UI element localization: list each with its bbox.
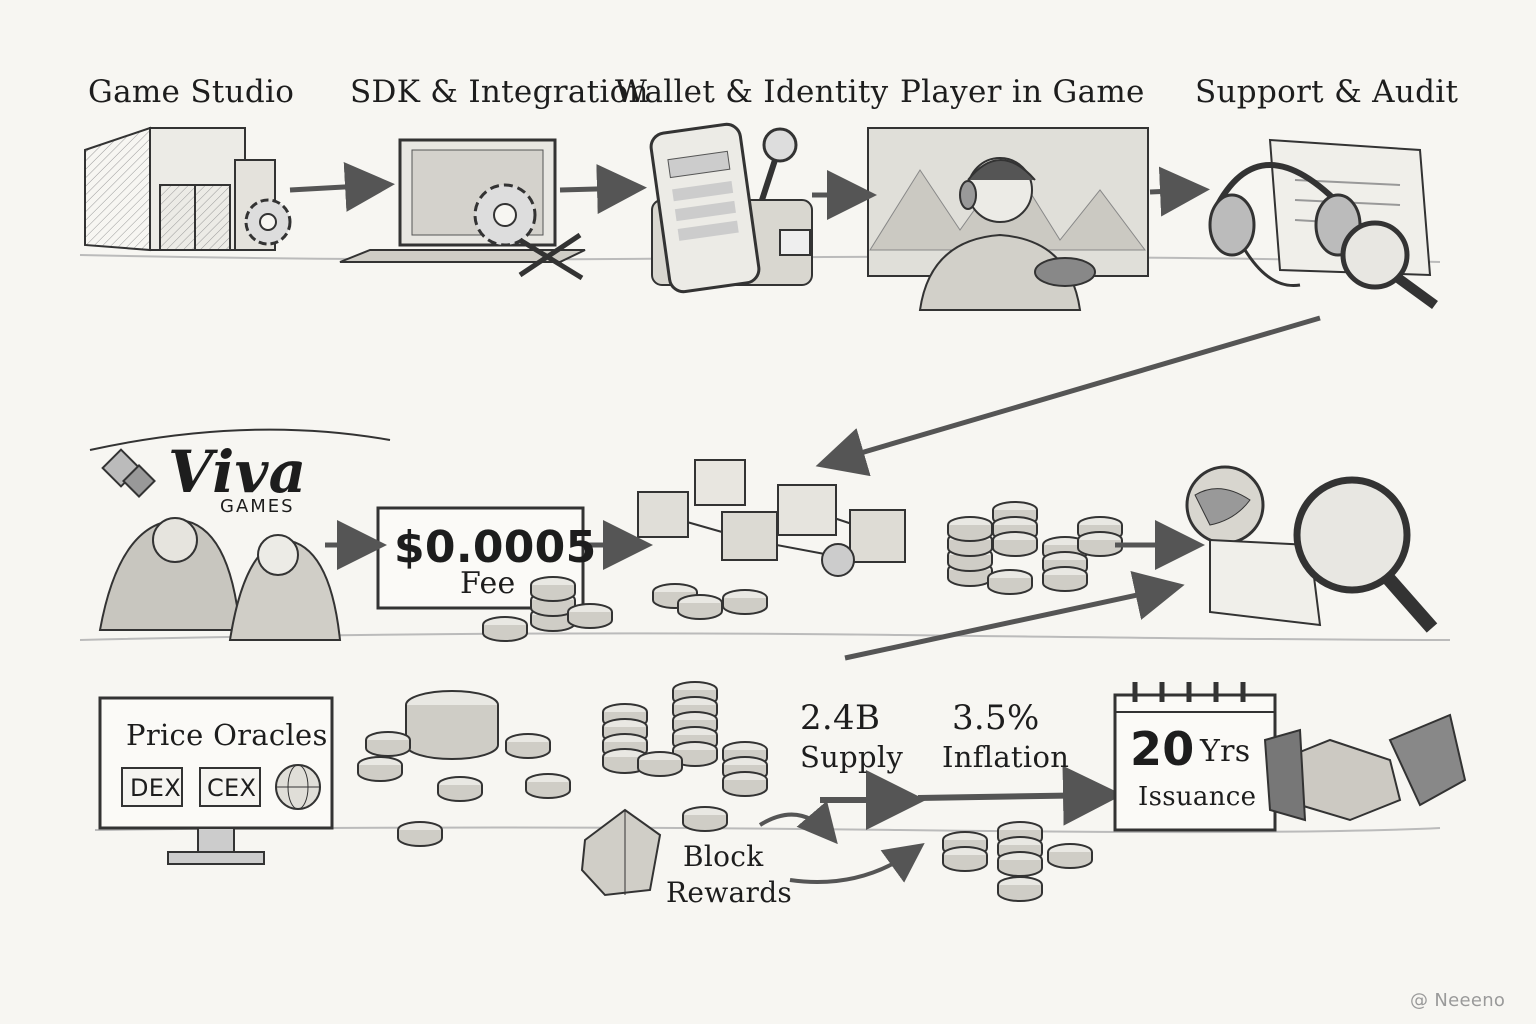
step-label-sdk-integration: SDK & Integration bbox=[350, 74, 649, 110]
issuance-years: 20 bbox=[1130, 722, 1195, 776]
fee-label: Fee bbox=[460, 566, 516, 601]
watermark: @ Neeeno bbox=[1410, 990, 1505, 1011]
globe-icon bbox=[276, 765, 320, 809]
gamer-icon bbox=[868, 128, 1148, 310]
issuance-unit: Yrs bbox=[1200, 734, 1250, 769]
laptop-icon bbox=[340, 140, 585, 262]
building-icon bbox=[85, 128, 275, 250]
blockchain-cubes-icon bbox=[638, 460, 905, 576]
coin-stack-icon bbox=[358, 682, 767, 846]
key-icon bbox=[762, 129, 796, 200]
characters-icon bbox=[100, 518, 340, 640]
block-rewards-line2: Rewards bbox=[666, 876, 792, 909]
oracle-source-cex: CEX bbox=[207, 774, 256, 802]
supply-amount: 2.4B bbox=[800, 698, 880, 738]
inflation-label: Inflation bbox=[942, 740, 1069, 774]
step-label-player-in-game: Player in Game bbox=[900, 74, 1145, 110]
step-label-support-audit: Support & Audit bbox=[1195, 74, 1458, 110]
oracle-source-dex: DEX bbox=[130, 774, 181, 802]
gear-icon bbox=[246, 200, 290, 244]
issuance-label: Issuance bbox=[1138, 782, 1256, 812]
gem-icon bbox=[582, 810, 660, 895]
handshake-icon bbox=[1265, 715, 1465, 820]
gear-icon bbox=[475, 185, 535, 245]
supply-label: Supply bbox=[800, 740, 903, 774]
step-label-wallet-identity: Wallet & Identity bbox=[615, 74, 888, 110]
inflation-amount: 3.5% bbox=[952, 698, 1040, 738]
brand-subtitle: GAMES bbox=[220, 496, 295, 517]
coin-stack-icon bbox=[943, 822, 1092, 901]
oracles-title: Price Oracles bbox=[126, 718, 328, 752]
block-rewards-line1: Block bbox=[683, 840, 764, 873]
step-label-game-studio: Game Studio bbox=[88, 74, 294, 110]
